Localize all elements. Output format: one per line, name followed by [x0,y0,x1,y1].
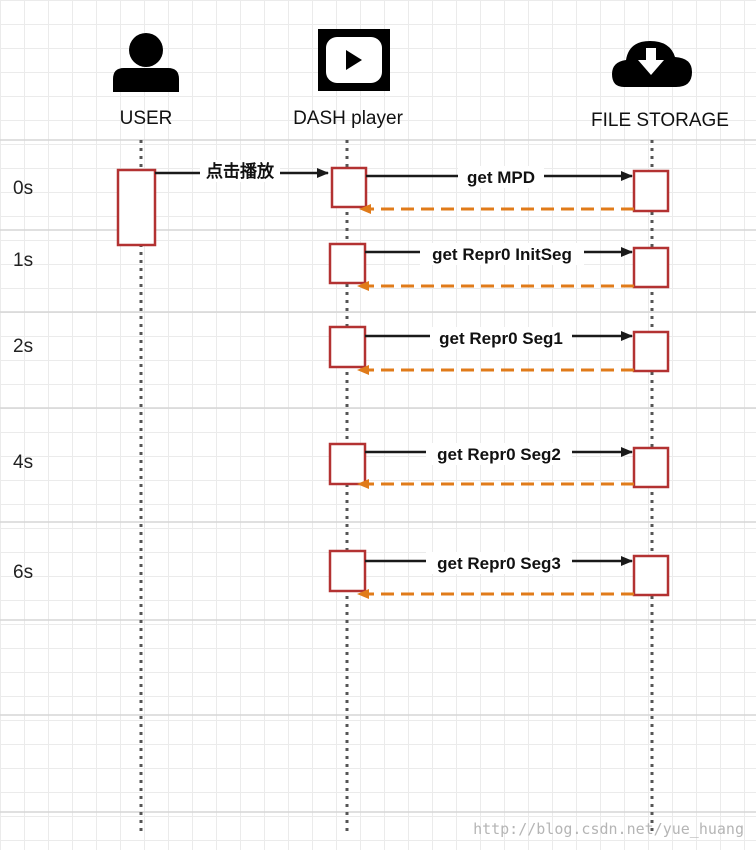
label-bg [426,443,572,465]
cloud-download-icon [612,41,692,87]
activation-storage [632,246,670,289]
message-label: get Repr0 Seg2 [437,445,561,464]
activation-storage [632,554,670,597]
message-label: get Repr0 Seg1 [439,329,563,348]
time-label: 1s [13,250,33,271]
label-bg [420,243,584,265]
actor-label-user: USER [120,108,173,129]
watermark: http://blog.csdn.net/yue_huang [473,820,744,838]
label-bg [458,166,544,188]
label-bg [200,160,280,182]
time-label: 0s [13,178,33,199]
activation-player [328,442,367,486]
time-label: 6s [13,562,33,583]
actor-label-dash-player: DASH player [293,108,403,129]
activation-player [328,242,367,285]
message-label: 点击播放 [206,161,275,181]
user-icon [113,33,179,92]
video-player-icon [318,29,390,91]
activation-player [328,549,367,593]
activation-user [116,168,157,247]
activation-player [328,325,367,369]
actor-label-file-storage: FILE STORAGE [591,110,729,131]
activation-player [330,166,368,209]
activation-storage [632,169,670,213]
activation-storage [632,446,670,489]
label-bg [426,552,572,574]
time-label: 2s [13,336,33,357]
message-label: get Repr0 Seg3 [437,554,561,573]
time-label: 4s [13,452,33,473]
label-bg [430,327,572,349]
activation-storage [632,330,670,373]
message-label: get Repr0 InitSeg [432,245,572,264]
message-label: get MPD [467,168,535,187]
